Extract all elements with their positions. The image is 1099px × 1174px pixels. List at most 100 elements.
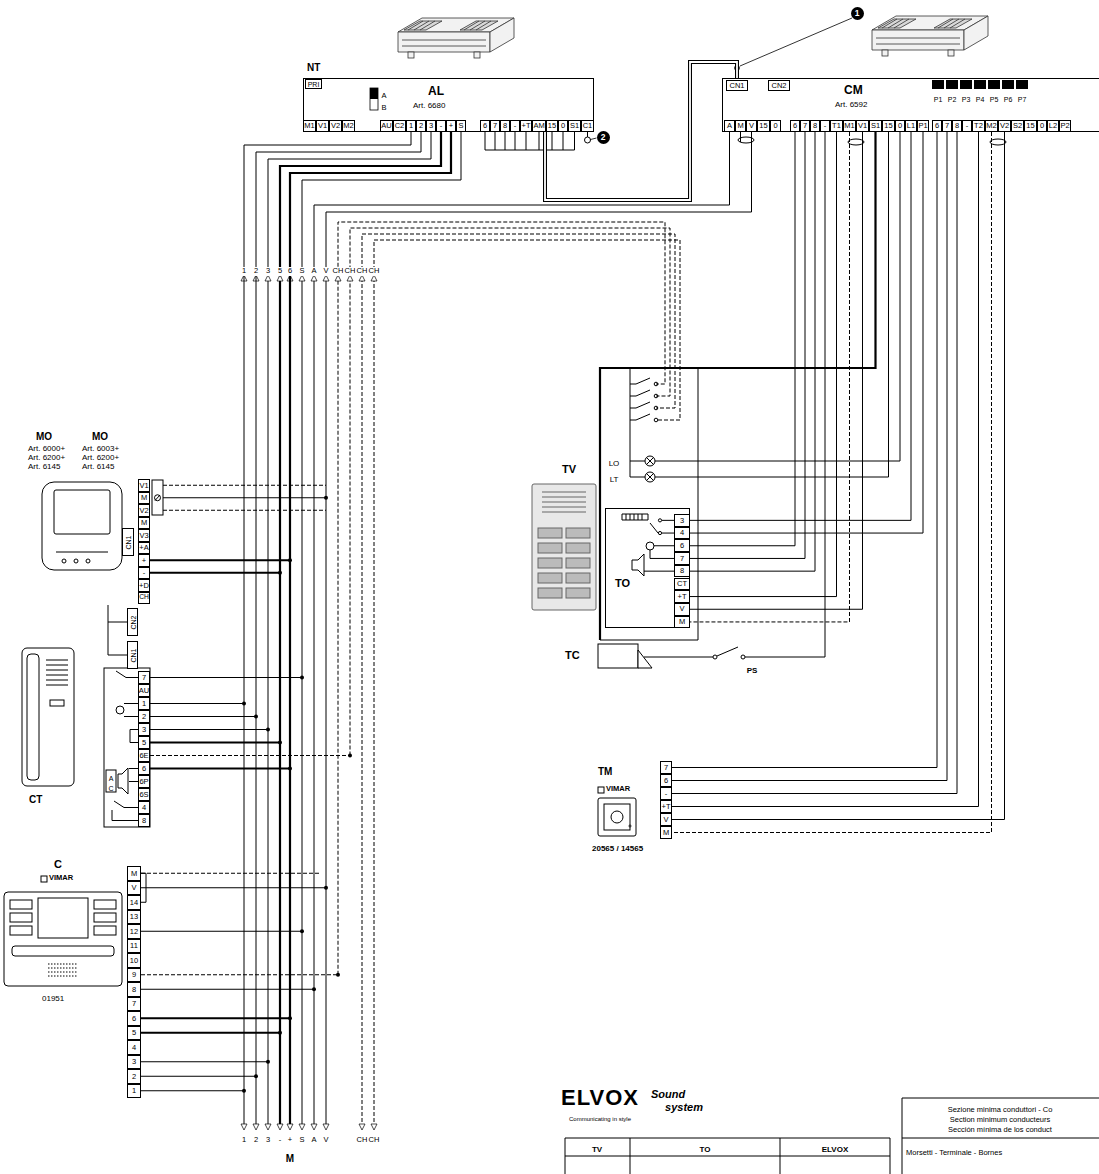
terminal-cell: 6 <box>674 539 690 552</box>
terminal-cell: 1 <box>127 1084 141 1099</box>
terminal-label: 15 <box>1026 122 1034 130</box>
text-holder: Communicating in style <box>569 1107 631 1125</box>
bus-label: CH <box>356 267 369 276</box>
terminal-cell: 15 <box>1024 120 1037 132</box>
connector-label: CN2 <box>771 82 786 90</box>
terminal-cell: - <box>138 567 150 580</box>
text-holder: 01951 <box>42 994 64 1003</box>
terminal-cell: P2 <box>1059 120 1071 132</box>
tap-wire <box>141 873 338 975</box>
connector-arrow <box>241 275 377 1130</box>
terminal-label: V2 <box>139 507 148 515</box>
terminal-cell: 6 <box>138 762 150 775</box>
terminal-cell: 15 <box>757 120 770 132</box>
terminal-label: - <box>143 569 146 577</box>
terminal-cell: 6 <box>660 774 672 787</box>
led-indicator <box>1002 80 1014 89</box>
vimar-monitor: CVIMAR01951 <box>2 858 141 1100</box>
terminal-cell: 8 <box>674 565 690 578</box>
logo-text: system <box>665 1101 703 1114</box>
door-lock-symbol <box>598 644 652 668</box>
part-name: MO <box>36 431 52 443</box>
terminal-label: + <box>449 122 453 130</box>
terminal-cell: 3 <box>138 723 150 736</box>
terminal-cell: 3 <box>674 514 690 527</box>
terminal-cell: 4 <box>674 527 690 540</box>
terminal-label: M <box>131 870 137 878</box>
switch-symbol <box>713 655 717 659</box>
text-holder: CT <box>29 794 42 806</box>
call-wire <box>338 222 680 1128</box>
terminal-label: 2 <box>419 122 423 130</box>
terminal-label: 8 <box>142 817 146 825</box>
terminal-label: P2 <box>1060 122 1069 130</box>
terminal-cell: + <box>138 554 150 567</box>
terminal-label: V <box>749 122 754 130</box>
terminal-cell: V1 <box>316 120 329 132</box>
terminal-label: 1 <box>409 122 413 130</box>
selector-switch <box>370 88 378 110</box>
entrance-panel-drawing <box>566 588 590 598</box>
text-holder: 3 <box>265 259 271 277</box>
terminal-cell: V1 <box>138 479 150 492</box>
entrance-panel-drawing <box>542 492 586 512</box>
terminal-label: 14 <box>130 899 138 907</box>
lamp-symbol <box>647 458 654 481</box>
note-text: Sezione minima conduttori - Co <box>948 1106 1053 1115</box>
bus-wire <box>244 704 245 1129</box>
terminal-cell: 7 <box>800 120 810 132</box>
terminal-cell: 9 <box>127 968 141 983</box>
monitor-drawing <box>42 482 122 570</box>
terminal-label: 0 <box>773 122 777 130</box>
terminal-label: P1 <box>918 122 927 130</box>
terminal-label: 12 <box>130 928 138 936</box>
terminal-cell: M <box>660 826 672 839</box>
terminal-cell: +T <box>660 800 672 813</box>
terminal-cell: CN1 <box>726 80 748 91</box>
text-holder: CH <box>356 1128 369 1146</box>
terminal-cell: 1 <box>406 120 416 132</box>
text-holder: 2 <box>253 1128 259 1146</box>
text-holder: C <box>54 858 62 871</box>
terminal-label: - <box>440 122 443 130</box>
text-holder: S <box>298 259 305 277</box>
text-holder: P7 <box>1018 88 1027 106</box>
terminal-cell: - <box>962 120 972 132</box>
bus-label: V <box>322 267 329 276</box>
terminal-cell: - <box>436 120 446 132</box>
callout-number: 2 <box>601 133 606 142</box>
terminal-label: 3 <box>142 726 146 734</box>
pushbutton-symbol <box>654 382 658 386</box>
text-holder: Art. 6000+ Art. 6200+ Art. 6145 <box>28 444 74 472</box>
part-name: AL <box>428 85 444 99</box>
terminal-label: 6 <box>793 122 797 130</box>
terminal-label: M <box>679 618 685 626</box>
text-holder: A <box>310 259 317 277</box>
text-holder: MO <box>36 431 52 443</box>
text-holder: ELVOX <box>561 1085 639 1110</box>
terminal-label: - <box>824 122 827 130</box>
terminal-label: M <box>737 122 743 130</box>
text-holder: Art. 6003+ Art. 6200+ Art. 6145 <box>82 444 128 472</box>
terminal-cell: 1 <box>138 697 150 710</box>
panel-wire <box>690 132 815 571</box>
tap-wire <box>150 755 350 756</box>
terminal-label: 0 <box>898 122 902 130</box>
terminal-cell: 5 <box>138 736 150 749</box>
callout-circle: 2 <box>597 131 610 144</box>
terminal-cell: 7 <box>127 997 141 1012</box>
text-holder: B <box>381 96 386 114</box>
vimar-monitor-drawing <box>10 913 32 922</box>
text-holder: 6 <box>287 259 293 277</box>
terminal-cell: M <box>127 866 141 881</box>
title-block <box>565 1098 1099 1174</box>
switch-label: PS <box>747 666 758 675</box>
part-name: MO <box>92 431 108 443</box>
text-holder: TO <box>700 1138 711 1156</box>
entrance-panel-drawing <box>566 543 590 553</box>
terminal-label: M2 <box>343 122 353 130</box>
terminal-label: 4 <box>680 529 684 537</box>
connector-label: CN1 <box>129 648 136 662</box>
selector-switch <box>370 88 378 110</box>
